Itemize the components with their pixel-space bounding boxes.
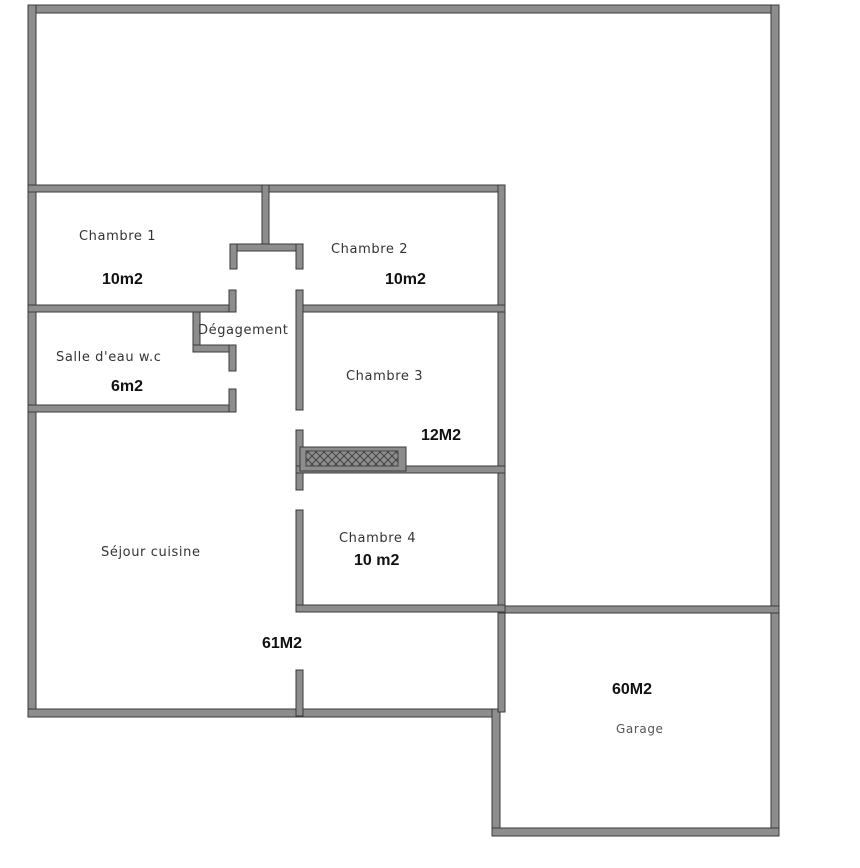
- wall-chambre1-right: [261, 184, 270, 248]
- room-name-chambre1: Chambre 1: [79, 229, 156, 244]
- outer-wall-bottom-garage: [491, 827, 780, 837]
- room-name-garage: Garage: [616, 722, 664, 736]
- wall-chambre4-left: [295, 509, 304, 613]
- room-name-chambre2: Chambre 2: [331, 242, 408, 257]
- walls: [27, 4, 780, 837]
- room-area-chambre3: 12M2: [421, 427, 461, 444]
- room-area-chambre2: 10m2: [385, 271, 426, 288]
- wall-salle-eau-bottom: [27, 404, 237, 413]
- labels: Chambre 1 10m2 Chambre 2 10m2 Dégagement…: [56, 229, 664, 736]
- room-area-chambre4: 10 m2: [354, 552, 399, 569]
- room-area-sejour: 61M2: [262, 635, 302, 652]
- wall-chambre1-bottom: [27, 304, 237, 313]
- wall-corridor-top-left-stub: [229, 243, 238, 270]
- room-area-chambre1: 10m2: [102, 271, 143, 288]
- room-area-garage: 60M2: [612, 681, 652, 698]
- wall-corridor-top-right-stub: [295, 243, 304, 270]
- wall-garage-top: [497, 605, 780, 614]
- wall-chambre2-bottom: [295, 304, 506, 313]
- room-name-chambre4: Chambre 4: [339, 531, 416, 546]
- wall-salle-eau-door-stub: [228, 388, 237, 413]
- wall-chambre4-bottom: [295, 604, 506, 613]
- closet-hatch: [305, 450, 399, 467]
- outer-wall-bottom-left: [27, 708, 497, 718]
- wall-corridor-left-upper: [228, 289, 237, 313]
- wall-salle-eau-nib-stub: [228, 344, 237, 372]
- wall-block-right: [497, 184, 506, 713]
- outer-wall-garage-left: [491, 708, 501, 837]
- outer-wall-right: [770, 4, 780, 837]
- outer-wall-top: [27, 4, 780, 14]
- room-name-chambre3: Chambre 3: [346, 369, 423, 384]
- room-name-degagement: Dégagement: [198, 323, 288, 338]
- room-name-salle-eau: Salle d'eau w.c: [56, 350, 161, 365]
- wall-corridor-top: [229, 243, 304, 252]
- outer-wall-left: [27, 4, 37, 718]
- room-name-sejour: Séjour cuisine: [101, 545, 201, 560]
- wall-corridor-right: [295, 289, 304, 411]
- wall-sejour-partition-lower: [295, 669, 304, 717]
- room-area-salle-eau: 6m2: [111, 378, 143, 395]
